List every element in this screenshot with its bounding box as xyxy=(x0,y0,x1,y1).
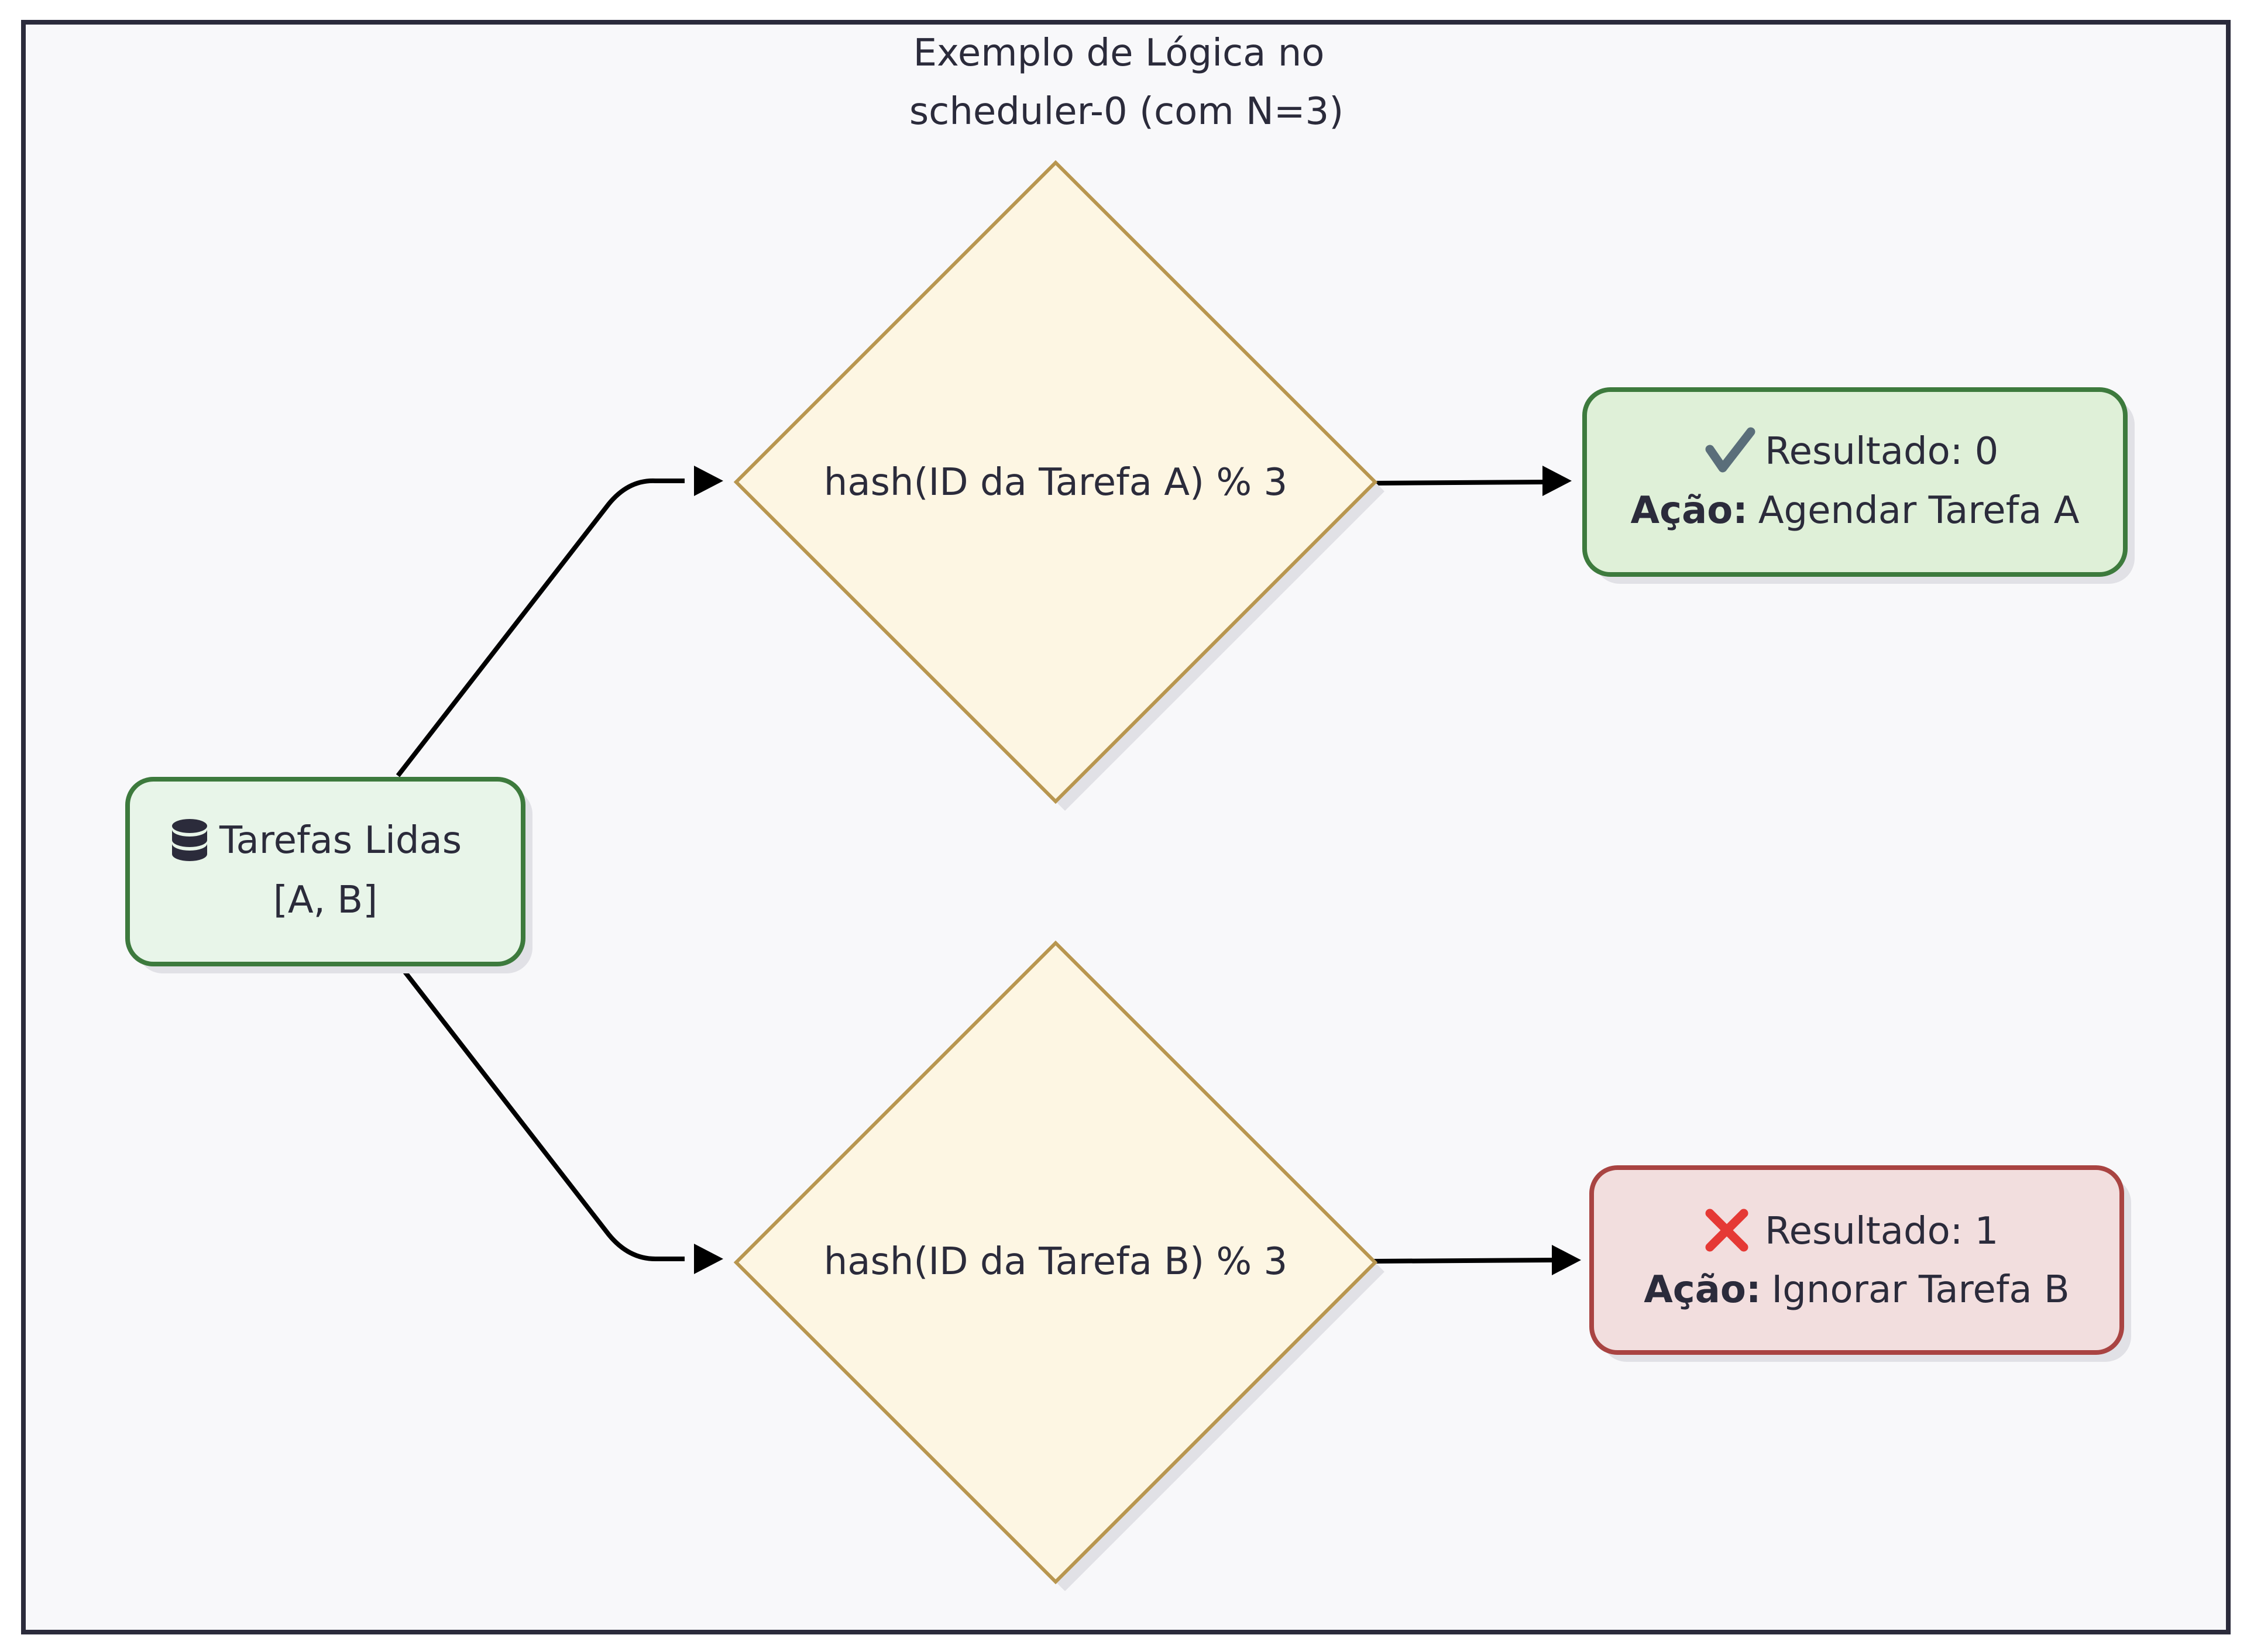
source-node-items: [A, B] xyxy=(273,879,377,922)
result-a-action-label: Ação: xyxy=(1631,489,1748,532)
edge-decision-b-to-result-b xyxy=(1372,1258,1555,1264)
diagram-title-line2: scheduler-0 (com N=3) xyxy=(909,90,1344,133)
result-a-action: Ação:Agendar Tarefa A xyxy=(1631,489,2080,532)
arrowhead-result-a xyxy=(1542,466,1572,496)
edge-source-to-decision-b xyxy=(396,961,685,1261)
result-b-action-label: Ação: xyxy=(1644,1268,1761,1312)
result-b-action-text: Ignorar Tarefa B xyxy=(1771,1268,2069,1312)
result-b-node[interactable]: Resultado: 1 Ação:Ignorar Tarefa B xyxy=(1589,1165,2131,1362)
cross-mark-icon xyxy=(1705,1209,1748,1252)
edge-decision-a-to-result-a xyxy=(1372,480,1545,486)
result-a-box xyxy=(1582,387,2128,577)
result-a-action-text: Agendar Tarefa A xyxy=(1758,489,2080,532)
result-b-action: Ação:Ignorar Tarefa B xyxy=(1644,1268,2070,1312)
arrowhead-decision-b xyxy=(694,1244,723,1274)
source-node[interactable]: Tarefas Lidas [A, B] xyxy=(125,777,532,973)
decision-a-node[interactable]: hash(ID da Tarefa A) % 3 xyxy=(733,160,1384,811)
decision-b-label: hash(ID da Tarefa B) % 3 xyxy=(824,1240,1288,1283)
decision-a-label: hash(ID da Tarefa A) % 3 xyxy=(824,461,1287,504)
decision-a-diamond xyxy=(733,160,1378,804)
arrowheads xyxy=(694,466,1581,1275)
result-b-title: Resultado: 1 xyxy=(1765,1210,1998,1253)
edges xyxy=(396,478,1555,1264)
check-mark-icon xyxy=(1705,427,1755,473)
database-icon xyxy=(172,819,207,861)
result-b-box xyxy=(1589,1165,2124,1355)
result-a-node[interactable]: Resultado: 0 Ação:Agendar Tarefa A xyxy=(1582,387,2135,584)
arrowhead-decision-a xyxy=(694,466,723,496)
decision-b-diamond xyxy=(733,940,1378,1585)
source-node-label: Tarefas Lidas xyxy=(219,819,462,862)
decision-b-node[interactable]: hash(ID da Tarefa B) % 3 xyxy=(733,940,1384,1591)
edge-source-to-decision-a xyxy=(396,478,685,777)
source-node-box xyxy=(125,777,525,966)
result-a-title: Resultado: 0 xyxy=(1765,430,1998,473)
diagram-title-line1: Exemplo de Lógica no xyxy=(913,32,1325,75)
arrowhead-result-b xyxy=(1552,1245,1581,1275)
